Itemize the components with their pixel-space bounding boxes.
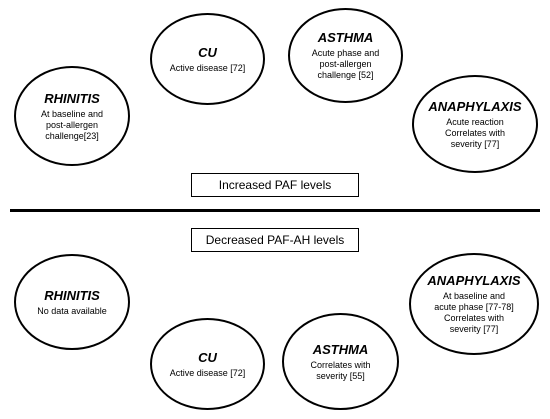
- increased-anaphylaxis-ellipse: ANAPHYLAXIS Acute reaction Correlates wi…: [412, 75, 538, 173]
- decreased-asthma-title: ASTHMA: [312, 341, 369, 357]
- decreased-rhinitis-ellipse: RHINITIS No data available: [14, 254, 130, 350]
- increased-rhinitis-title: RHINITIS: [44, 90, 100, 106]
- section-divider: [10, 209, 540, 212]
- decreased-rhinitis-desc: No data available: [37, 305, 107, 316]
- increased-rhinitis-ellipse: RHINITIS At baseline and post-allergen c…: [14, 66, 130, 166]
- increased-rhinitis-desc: At baseline and post-allergen challenge[…: [40, 108, 104, 141]
- decreased-asthma-ellipse: ASTHMA Correlates with severity [55]: [282, 313, 399, 410]
- increased-asthma-title: ASTHMA: [317, 30, 374, 45]
- increased-cu-ellipse: CU Active disease [72]: [150, 13, 265, 105]
- increased-paf-banner: Increased PAF levels: [191, 173, 359, 197]
- decreased-anaphylaxis-title: ANAPHYLAXIS: [427, 273, 521, 288]
- decreased-paf-ah-banner: Decreased PAF-AH levels: [191, 228, 359, 252]
- decreased-cu-title: CU: [198, 349, 217, 365]
- decreased-asthma-desc: Correlates with severity [55]: [310, 359, 371, 381]
- increased-asthma-ellipse: ASTHMA Acute phase and post-allergen cha…: [288, 8, 403, 103]
- decreased-anaphylaxis-ellipse: ANAPHYLAXIS At baseline and acute phase …: [409, 253, 539, 355]
- increased-anaphylaxis-desc: Acute reaction Correlates with severity …: [444, 116, 506, 149]
- decreased-cu-ellipse: CU Active disease [72]: [150, 318, 265, 410]
- decreased-cu-desc: Active disease [72]: [169, 367, 246, 378]
- increased-cu-desc: Active disease [72]: [169, 62, 246, 73]
- increased-cu-title: CU: [198, 44, 217, 60]
- increased-anaphylaxis-title: ANAPHYLAXIS: [428, 98, 522, 114]
- decreased-rhinitis-title: RHINITIS: [44, 287, 100, 303]
- increased-asthma-desc: Acute phase and post-allergen challenge …: [311, 48, 380, 80]
- decreased-anaphylaxis-desc: At baseline and acute phase [77-78] Corr…: [434, 291, 514, 334]
